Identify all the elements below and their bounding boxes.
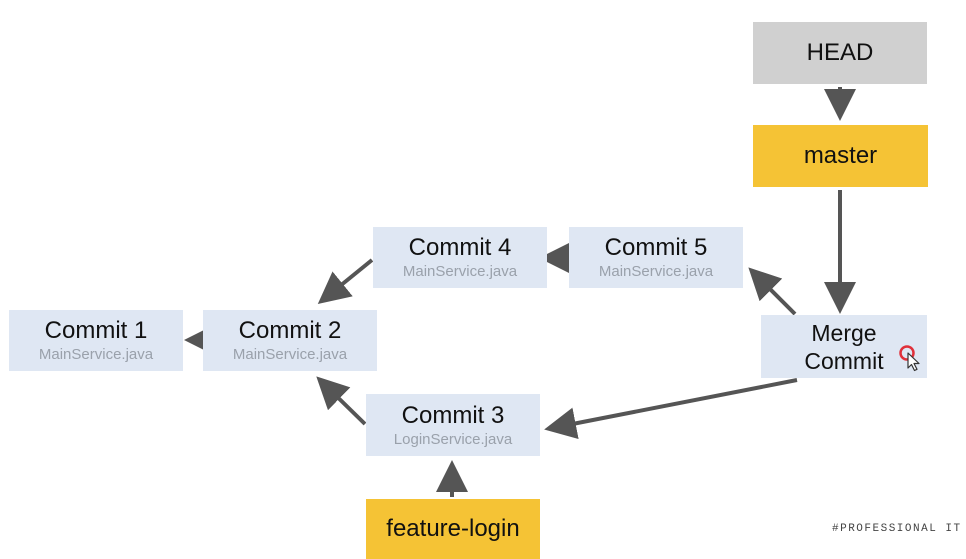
pointer-cursor-icon [899,345,920,372]
master-branch: master [753,125,928,187]
commit-2-node: Commit 2 MainService.java [203,310,377,371]
commit-2-file: MainService.java [232,346,348,363]
head-ref-label: HEAD [806,39,874,66]
feature-login-branch-label: feature-login [386,515,520,542]
feature-login-branch: feature-login [366,499,540,559]
arrow-merge-to-commit5 [748,267,797,316]
commit-3-file: LoginService.java [393,430,513,448]
commit-4-file: MainService.java [402,263,518,280]
master-branch-label: master [803,142,878,169]
merge-commit-line2: Commit [804,347,884,374]
commit-3-title: Commit 3 [401,401,505,429]
head-ref: HEAD [753,22,927,84]
commit-2-title: Commit 2 [238,317,342,344]
merge-commit-node: Merge Commit [761,315,927,378]
merge-commit-line1: Merge [811,319,877,346]
commit-1-node: Commit 1 MainService.java [9,310,183,371]
arrow-commit4-to-commit2 [317,258,374,305]
watermark-text: #PROFESSIONAL IT [832,523,962,535]
commit-5-node: Commit 5 MainService.java [569,227,743,288]
commit-3-node: Commit 3 LoginService.java [366,394,540,456]
commit-4-title: Commit 4 [408,234,512,261]
arrow-commit3-to-commit2 [316,376,367,426]
commit-5-file: MainService.java [598,263,714,280]
commit-5-title: Commit 5 [604,234,708,261]
commit-1-title: Commit 1 [44,317,148,344]
commit-4-node: Commit 4 MainService.java [373,227,547,288]
arrow-merge-to-commit3 [544,378,798,440]
commit-1-file: MainService.java [38,346,154,363]
